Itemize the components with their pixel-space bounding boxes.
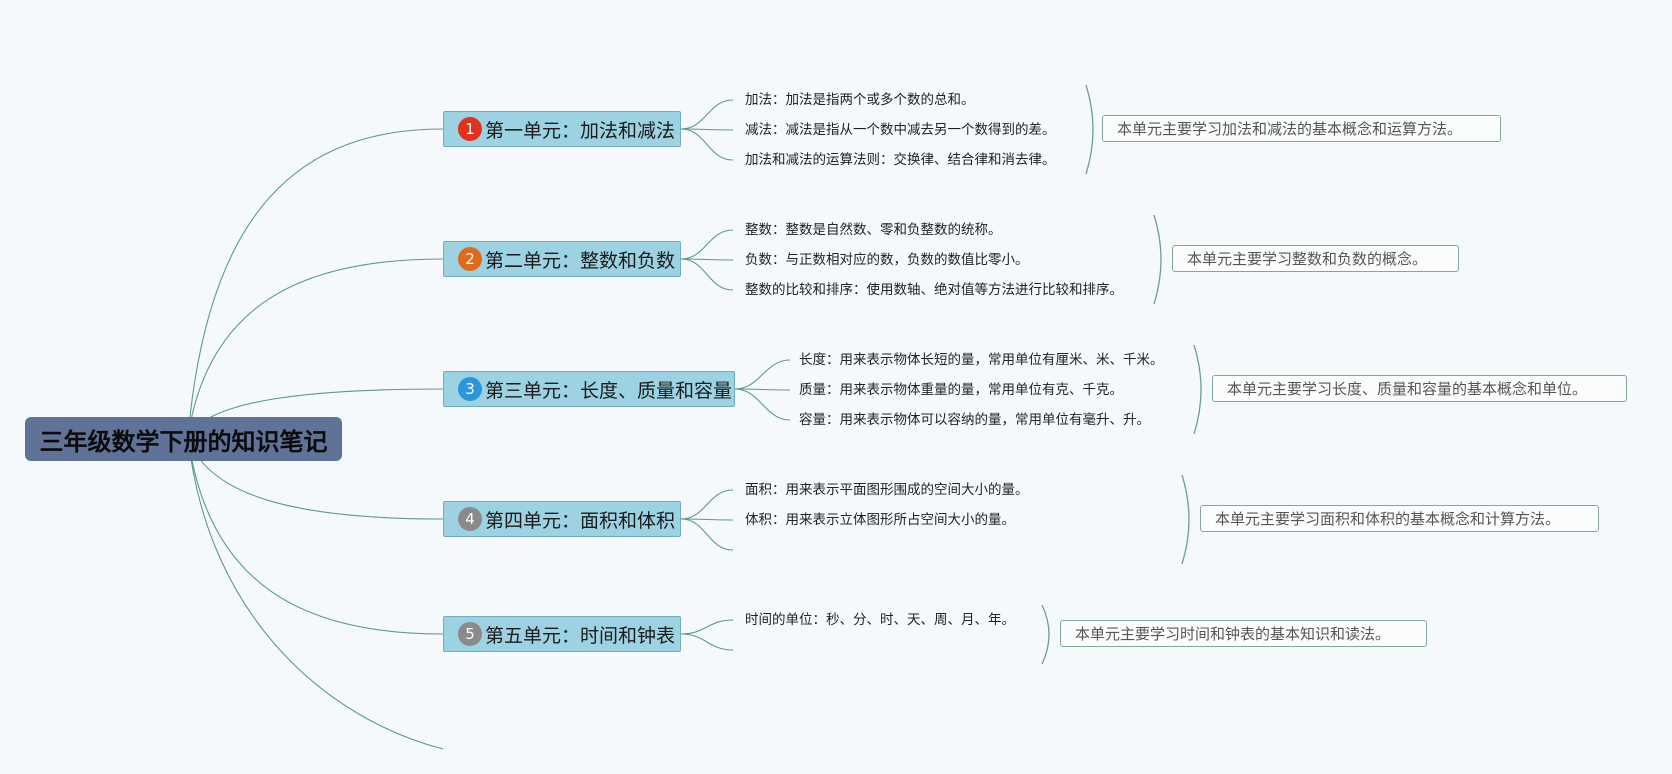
unit-1-detail-1[interactable]: 加法：加法是指两个或多个数的总和。 [745, 92, 975, 108]
unit-1-topic[interactable]: 1 第一单元：加法和减法 [443, 111, 681, 147]
unit-4-detail-1[interactable]: 面积：用来表示平面图形围成的空间大小的量。 [745, 482, 1029, 498]
unit-5-detail-1[interactable]: 时间的单位：秒、分、时、天、周、月、年。 [745, 612, 1015, 628]
unit-2-detail-1[interactable]: 整数：整数是自然数、零和负整数的统称。 [745, 222, 1002, 238]
unit-5-topic[interactable]: 5 第五单元：时间和钟表 [443, 616, 681, 652]
unit-1-detail-link-3 [680, 128, 734, 161]
unit-1-detail-2[interactable]: 减法：减法是指从一个数中减去另一个数得到的差。 [745, 122, 1056, 138]
unit-5-summary-bracket [1041, 604, 1050, 665]
unit-4-detail-link-3 [680, 518, 734, 551]
root-link-5 [187, 436, 444, 635]
unit-3-summary-text: 本单元主要学习长度、质量和容量的基本概念和单位。 [1227, 380, 1588, 398]
unit-5-detail-link-1 [680, 619, 734, 635]
unit-2-detail-link-1 [680, 229, 734, 260]
unit-2-topic[interactable]: 2 第二单元：整数和负数 [443, 241, 681, 277]
unit-3-topic[interactable]: 3 第三单元：长度、质量和容量 [443, 371, 735, 407]
badge-3-icon: 3 [458, 377, 482, 401]
unit-2-detail-link-3 [680, 258, 734, 291]
unit-1-detail-3[interactable]: 加法和减法的运算法则：交换律、结合律和消去律。 [745, 152, 1056, 168]
unit-1-summary-bracket [1085, 84, 1094, 175]
unit-2-title: 第二单元：整数和负数 [485, 249, 676, 272]
unit-4-summary[interactable]: 本单元主要学习面积和体积的基本概念和计算方法。 [1200, 505, 1599, 532]
root-link-1 [187, 128, 444, 438]
badge-4-icon: 4 [458, 507, 482, 531]
root-link-extra [187, 436, 444, 750]
unit-3-detail-link-2 [734, 388, 791, 391]
unit-1-summary[interactable]: 本单元主要学习加法和减法的基本概念和运算方法。 [1102, 115, 1501, 142]
root-topic[interactable]: 三年级数学下册的知识笔记 [25, 417, 342, 461]
unit-4-topic[interactable]: 4 第四单元：面积和体积 [443, 501, 681, 537]
unit-5-summary-text: 本单元主要学习时间和钟表的基本知识和读法。 [1075, 625, 1391, 643]
unit-3-detail-link-1 [734, 359, 791, 390]
unit-3-detail-1[interactable]: 长度：用来表示物体长短的量，常用单位有厘米、米、千米。 [799, 352, 1164, 368]
unit-2-detail-3[interactable]: 整数的比较和排序：使用数轴、绝对值等方法进行比较和排序。 [745, 282, 1123, 298]
unit-4-detail-2[interactable]: 体积：用来表示立体图形所占空间大小的量。 [745, 512, 1015, 528]
unit-4-detail-link-1 [680, 489, 734, 520]
unit-4-summary-bracket [1181, 474, 1190, 565]
unit-2-detail-2[interactable]: 负数：与正数相对应的数，负数的数值比零小。 [745, 252, 1029, 268]
unit-4-title: 第四单元：面积和体积 [485, 509, 676, 532]
unit-5-summary[interactable]: 本单元主要学习时间和钟表的基本知识和读法。 [1060, 620, 1427, 647]
unit-3-detail-2[interactable]: 质量：用来表示物体重量的量，常用单位有克、千克。 [799, 382, 1123, 398]
root-link-2 [187, 258, 444, 438]
unit-1-title: 第一单元：加法和减法 [485, 119, 676, 142]
unit-1-summary-text: 本单元主要学习加法和减法的基本概念和运算方法。 [1117, 120, 1463, 138]
unit-3-detail-3[interactable]: 容量：用来表示物体可以容纳的量，常用单位有毫升、升。 [799, 412, 1150, 428]
unit-4-summary-text: 本单元主要学习面积和体积的基本概念和计算方法。 [1215, 510, 1561, 528]
unit-3-summary-bracket [1193, 344, 1202, 435]
unit-2-summary-bracket [1153, 214, 1162, 305]
badge-5-icon: 5 [458, 622, 482, 646]
unit-1-detail-link-1 [680, 99, 734, 130]
unit-3-summary[interactable]: 本单元主要学习长度、质量和容量的基本概念和单位。 [1212, 375, 1627, 402]
badge-2-icon: 2 [458, 247, 482, 271]
unit-2-summary-text: 本单元主要学习整数和负数的概念。 [1187, 250, 1428, 268]
unit-3-detail-link-3 [734, 388, 791, 421]
unit-5-title: 第五单元：时间和钟表 [485, 624, 676, 647]
unit-2-summary[interactable]: 本单元主要学习整数和负数的概念。 [1172, 245, 1459, 272]
unit-3-title: 第三单元：长度、质量和容量 [485, 379, 733, 402]
badge-1-icon: 1 [458, 117, 482, 141]
root-topic-label: 三年级数学下册的知识笔记 [39, 427, 328, 456]
unit-5-detail-link-2 [680, 633, 734, 651]
